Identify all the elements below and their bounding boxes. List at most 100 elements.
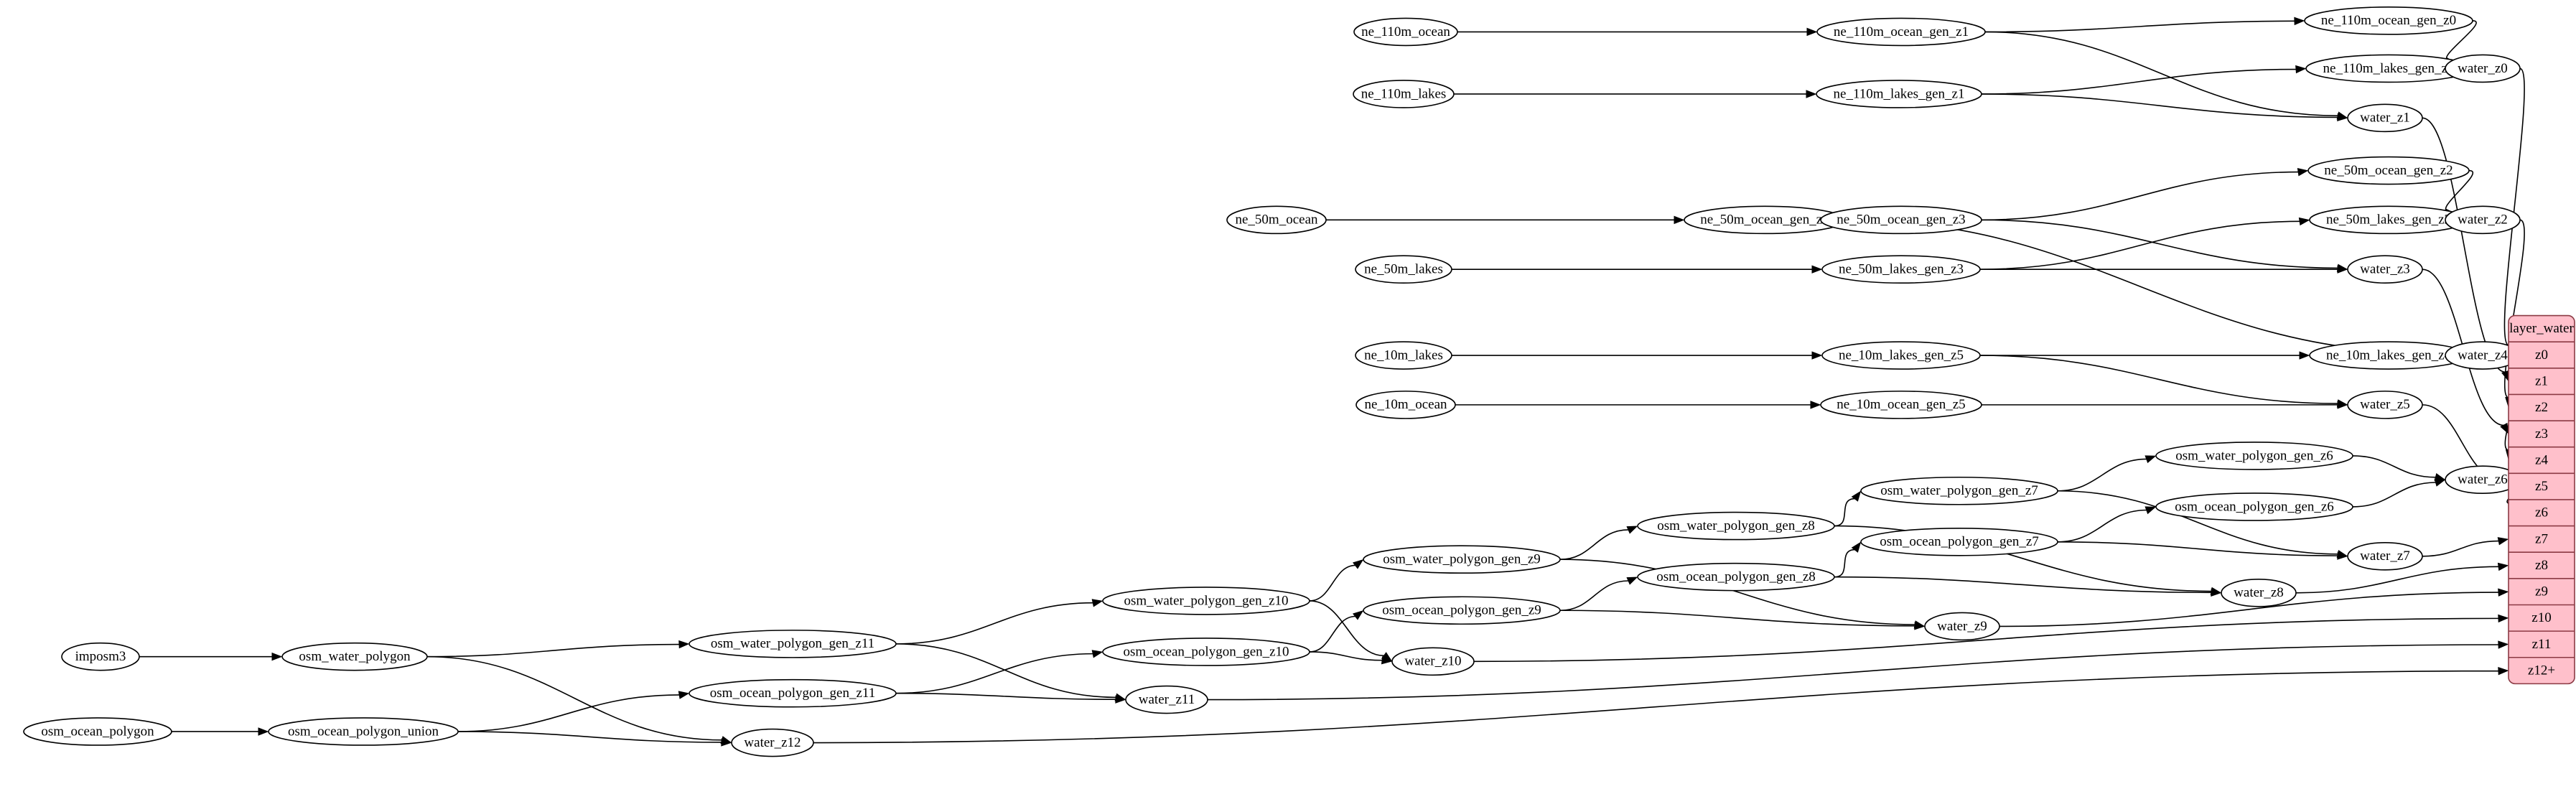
graph-node-osm_ocean_polygon[interactable]: osm_ocean_polygon (23, 717, 172, 746)
graph-node-water_z3[interactable]: water_z3 (2347, 255, 2423, 284)
record-row-label: z3 (2535, 426, 2548, 442)
graph-node-osm_ocean_polygon_gen_z7[interactable]: osm_ocean_polygon_gen_z7 (1860, 527, 2058, 556)
edge (457, 694, 680, 732)
edge-arrowhead (2337, 113, 2348, 122)
edge-arrowhead (1851, 490, 1862, 502)
node-shape (2155, 492, 2353, 521)
edge-arrowhead (2498, 666, 2509, 676)
node-label: water_z10 (1404, 654, 1461, 669)
edge-arrowhead (678, 691, 690, 699)
node-label: ne_50m_lakes_gen_z2 (2326, 213, 2451, 228)
record-row-label: z4 (2535, 452, 2548, 467)
graph-node-osm_water_polygon_gen_z8[interactable]: osm_water_polygon_gen_z8 (1637, 511, 1835, 541)
node-label: ne_50m_ocean_gen_z2 (2324, 163, 2453, 178)
record-row-label: z11 (2532, 637, 2552, 652)
edge-arrowhead (1626, 576, 1638, 585)
graph-node-osm_water_polygon_gen_z10[interactable]: osm_water_polygon_gen_z10 (1102, 587, 1310, 615)
graph-node-water_z10[interactable]: water_z10 (1391, 647, 1475, 676)
graph-node-ne_50m_ocean_gen_z2[interactable]: ne_50m_ocean_gen_z2 (2307, 156, 2470, 185)
graph-node-osm_water_polygon_gen_z6[interactable]: osm_water_polygon_gen_z6 (2155, 442, 2353, 470)
graph-node-ne_10m_lakes_gen_z4[interactable]: ne_10m_lakes_gen_z4 (2309, 341, 2468, 370)
graph-node-ne_50m_lakes[interactable]: ne_50m_lakes (1355, 255, 1452, 284)
graph-node-water_z12[interactable]: water_z12 (731, 728, 814, 757)
graph-node-osm_water_polygon_gen_z7[interactable]: osm_water_polygon_gen_z7 (1860, 476, 2058, 505)
graph-node-ne_10m_lakes_gen_z5[interactable]: ne_10m_lakes_gen_z5 (1821, 341, 1981, 370)
node-shape (1353, 80, 1455, 108)
graph-node-ne_110m_lakes_gen_z1[interactable]: ne_110m_lakes_gen_z1 (1816, 80, 1982, 108)
record-row-label: z12+ (2528, 663, 2555, 678)
node-shape (1226, 205, 1327, 235)
graph-node-water_z11[interactable]: water_z11 (1125, 685, 1208, 714)
graph-node-water_z9[interactable]: water_z9 (1924, 612, 2000, 641)
graph-node-water_z5[interactable]: water_z5 (2347, 391, 2423, 419)
node-label: ne_110m_lakes_gen_z1 (1834, 86, 1965, 101)
node-shape (1816, 17, 1986, 47)
graph-node-water_z7[interactable]: water_z7 (2347, 541, 2423, 571)
edge-arrowhead (2211, 588, 2222, 597)
graph-node-osm_water_polygon_gen_z11[interactable]: osm_water_polygon_gen_z11 (689, 630, 897, 658)
node-label: water_z7 (2360, 548, 2410, 564)
edge-arrowhead (1626, 526, 1638, 534)
graph-node-ne_110m_ocean_gen_z1[interactable]: ne_110m_ocean_gen_z1 (1816, 17, 1986, 47)
edge (426, 643, 680, 658)
graph-node-osm_ocean_polygon_gen_z10[interactable]: osm_ocean_polygon_gen_z10 (1102, 638, 1310, 666)
graph-node-ne_10m_ocean_gen_z5[interactable]: ne_10m_ocean_gen_z5 (1820, 391, 1982, 419)
edge (1309, 600, 1385, 657)
graph-node-osm_water_polygon_gen_z9[interactable]: osm_water_polygon_gen_z9 (1363, 545, 1561, 574)
graph-node-osm_ocean_polygon_gen_z9[interactable]: osm_ocean_polygon_gen_z9 (1363, 596, 1561, 625)
node-label: water_z5 (2360, 397, 2410, 412)
graph-node-osm_ocean_polygon_gen_z6[interactable]: osm_ocean_polygon_gen_z6 (2155, 492, 2353, 521)
graph-node-ne_50m_lakes_gen_z2[interactable]: ne_50m_lakes_gen_z2 (2309, 205, 2468, 235)
record-row-label: z2 (2535, 400, 2548, 415)
graph-node-ne_110m_lakes[interactable]: ne_110m_lakes (1353, 80, 1455, 108)
graph-node-water_z0[interactable]: water_z0 (2445, 54, 2521, 83)
node-label: ne_110m_ocean_gen_z0 (2321, 13, 2456, 28)
graph-node-osm_ocean_polygon_gen_z8[interactable]: osm_ocean_polygon_gen_z8 (1637, 562, 1835, 592)
edge-arrowhead (1811, 265, 1823, 274)
graph-node-water_z8[interactable]: water_z8 (2221, 579, 2297, 607)
node-label: osm_ocean_polygon_gen_z10 (1123, 644, 1289, 659)
edge (2422, 540, 2499, 557)
edge (1834, 576, 2212, 594)
edge-arrowhead (2498, 588, 2509, 597)
node-shape (1637, 562, 1835, 592)
record-row-label: z0 (2535, 347, 2548, 363)
edge (1981, 171, 2299, 221)
node-shape (2307, 156, 2470, 185)
graph-node-water_z6[interactable]: water_z6 (2445, 465, 2521, 495)
graph-node-water_z2[interactable]: water_z2 (2445, 205, 2521, 235)
graph-node-ne_110m_ocean_gen_z0[interactable]: ne_110m_ocean_gen_z0 (2304, 6, 2473, 35)
graph-node-ne_50m_ocean[interactable]: ne_50m_ocean (1226, 205, 1327, 235)
graph-node-ne_50m_ocean_gen_z3[interactable]: ne_50m_ocean_gen_z3 (1820, 205, 1982, 235)
edge (1309, 615, 1356, 653)
graph-node-imposm3[interactable]: imposm3 (61, 642, 140, 671)
node-label: water_z0 (2458, 61, 2508, 76)
node-label: imposm3 (75, 649, 126, 664)
node-shape (1821, 255, 1981, 284)
graph-node-ne_10m_lakes[interactable]: ne_10m_lakes (1355, 341, 1452, 370)
node-shape (61, 642, 140, 671)
graph-node-ne_110m_lakes_gen_z0[interactable]: ne_110m_lakes_gen_z0 (2305, 54, 2472, 83)
graph-node-ne_10m_ocean[interactable]: ne_10m_ocean (1355, 391, 1456, 419)
node-label: ne_110m_lakes (1361, 86, 1447, 101)
graph-node-osm_water_polygon[interactable]: osm_water_polygon (281, 642, 428, 671)
graph-node-ne_110m_ocean[interactable]: ne_110m_ocean (1353, 17, 1458, 47)
node-label: osm_ocean_polygon_gen_z6 (2175, 499, 2334, 514)
graph-node-osm_ocean_polygon_gen_z11[interactable]: osm_ocean_polygon_gen_z11 (689, 678, 897, 708)
node-label: ne_10m_ocean (1364, 397, 1447, 412)
edge-arrowhead (271, 652, 283, 661)
node-label: osm_water_polygon (299, 649, 411, 664)
edge-arrowhead (2497, 562, 2509, 571)
node-shape (1816, 80, 1982, 108)
graph-node-ne_50m_lakes_gen_z3[interactable]: ne_50m_lakes_gen_z3 (1821, 255, 1981, 284)
node-shape (268, 717, 459, 746)
graph-node-osm_ocean_polygon_union[interactable]: osm_ocean_polygon_union (268, 717, 459, 746)
edge (426, 655, 723, 741)
graph-node-water_z1[interactable]: water_z1 (2347, 103, 2423, 133)
node-shape (1637, 511, 1835, 541)
edge-arrowhead (2298, 217, 2310, 226)
edge-arrowhead (721, 738, 732, 747)
edge-arrowhead (1806, 90, 1817, 98)
record-node-layer-water[interactable]: layer_waterz0z1z2z3z4z5z6z7z8z9z10z11z12… (2508, 314, 2575, 685)
